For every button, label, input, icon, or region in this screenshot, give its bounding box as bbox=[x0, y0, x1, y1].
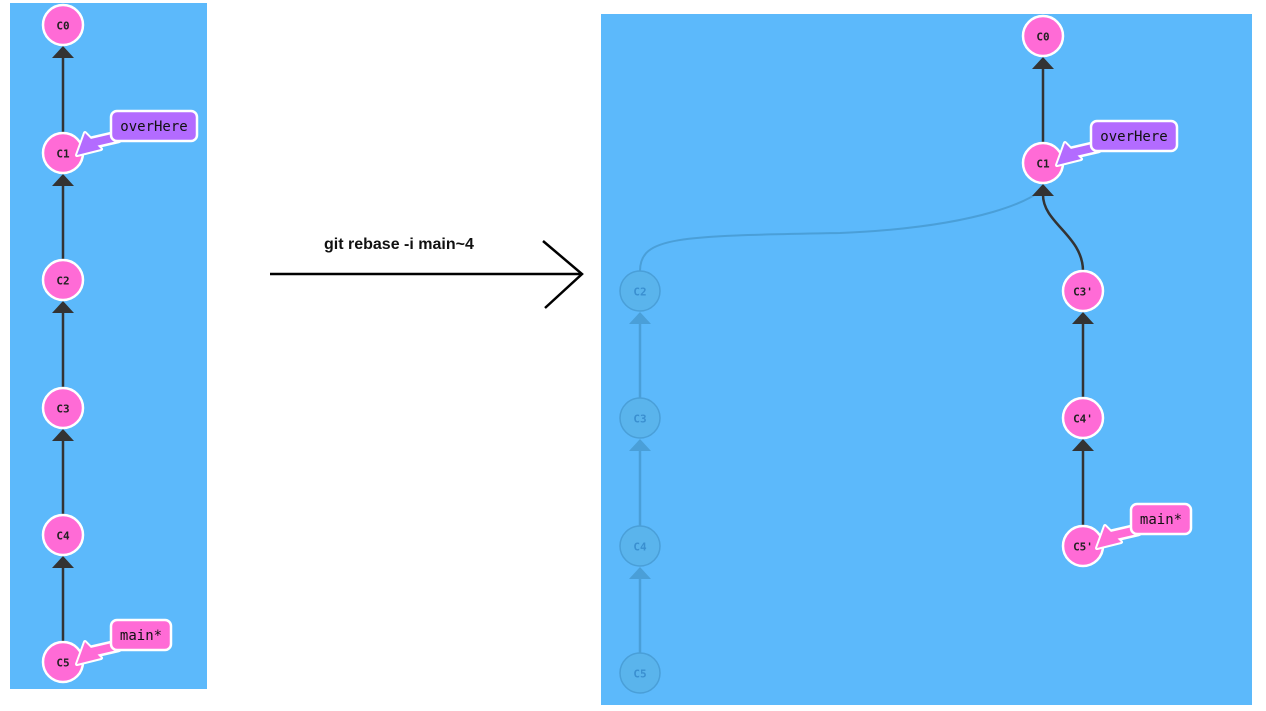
before-commit-c5-label: C5 bbox=[56, 657, 69, 670]
before-commit-c4-label: C4 bbox=[56, 530, 70, 543]
after-commit-c3-prime-label: C3' bbox=[1073, 286, 1093, 299]
before-commit-c4: C4 bbox=[41, 513, 85, 557]
ghost-commit-c5-label: C5 bbox=[633, 668, 646, 681]
before-edge-c2-to-c1-arrowhead bbox=[52, 174, 74, 186]
ghost-commit-c5: C5 bbox=[619, 652, 661, 694]
after-commit-c4-prime-label: C4' bbox=[1073, 413, 1093, 426]
before-branch-overhere-box bbox=[109, 109, 199, 143]
after-edge-c4-prime-to-c3-prime-arrowhead bbox=[1072, 312, 1094, 324]
ghost-commit-c5-node bbox=[619, 652, 661, 694]
after-edge-c3-prime-to-c1-arrowhead bbox=[1032, 184, 1054, 196]
before-edge-c1-to-c0-arrowhead bbox=[52, 46, 74, 58]
transition-arrow-head bbox=[542, 240, 584, 309]
before-edge-c3-to-c2-arrowhead bbox=[52, 301, 74, 313]
ghost-commit-c3: C3 bbox=[619, 397, 661, 439]
after-commit-c5-prime: C5' bbox=[1061, 524, 1105, 568]
after-commit-c3-prime: C3' bbox=[1061, 269, 1105, 313]
before-commit-c2-label: C2 bbox=[56, 275, 69, 288]
after-edge-c5-prime-to-c4-prime-arrowhead bbox=[1072, 439, 1094, 451]
after-branch-main-box bbox=[1129, 502, 1193, 536]
before-edge-c4-to-c3-arrowhead bbox=[52, 429, 74, 441]
before-branch-overhere-label: overHere bbox=[120, 119, 187, 135]
before-commit-c1-label: C1 bbox=[56, 148, 70, 161]
after-edge-c3-prime-to-c1 bbox=[1041, 194, 1085, 272]
before-branch-main-arrowhead bbox=[77, 642, 101, 664]
before-commit-c2: C2 bbox=[41, 258, 85, 302]
after-commit-c0-label: C0 bbox=[1036, 31, 1049, 44]
before-commit-c3: C3 bbox=[41, 386, 85, 430]
ghost-commit-c4: C4 bbox=[619, 525, 661, 567]
before-commit-c3-label: C3 bbox=[56, 403, 69, 416]
before-branch-main-box bbox=[109, 618, 173, 652]
after-edge-c1-to-c0-arrowhead bbox=[1032, 57, 1054, 69]
ghost-edge-c3-to-c2-arrowhead bbox=[629, 312, 651, 324]
ghost-commit-c3-node bbox=[619, 397, 661, 439]
after-commit-c4-prime-node bbox=[1061, 396, 1105, 440]
ghost-commit-c2: C2 bbox=[619, 270, 661, 312]
after-branch-main-label: main* bbox=[1140, 512, 1182, 528]
ghost-commit-c3-label: C3 bbox=[633, 413, 646, 426]
after-commit-c5-prime-label: C5' bbox=[1073, 541, 1093, 554]
before-branch-overhere-arrowhead bbox=[77, 133, 101, 155]
after-commit-c1-label: C1 bbox=[1036, 158, 1050, 171]
after-branch-main-arrowhead bbox=[1097, 526, 1121, 548]
after-commit-c0-node bbox=[1021, 14, 1065, 58]
after-branch-overhere-box bbox=[1089, 119, 1179, 153]
before-edge-c5-to-c4-arrowhead bbox=[52, 556, 74, 568]
ghost-edge-c4-to-c3-arrowhead bbox=[629, 439, 651, 451]
after-branch-overhere-arrowhead bbox=[1057, 143, 1081, 165]
before-commit-c2-node bbox=[41, 258, 85, 302]
before-commit-c0: C0 bbox=[41, 3, 85, 47]
ghost-commit-c2-node bbox=[619, 270, 661, 312]
after-branch-overhere-label: overHere bbox=[1100, 129, 1167, 145]
ghost-edge-c2-to-c1 bbox=[639, 186, 1044, 272]
ghost-commit-c4-label: C4 bbox=[633, 541, 647, 554]
rebase-command-label: git rebase -i main~4 bbox=[324, 236, 474, 253]
before-branch-main-label: main* bbox=[120, 628, 162, 644]
before-commit-c4-node bbox=[41, 513, 85, 557]
ghost-edge-c5-to-c4-arrowhead bbox=[629, 567, 651, 579]
ghost-commit-c4-node bbox=[619, 525, 661, 567]
before-commit-c1: C1 bbox=[41, 131, 85, 175]
before-commit-c5: C5 bbox=[41, 640, 85, 684]
after-commit-c0: C0 bbox=[1021, 14, 1065, 58]
before-commit-c3-node bbox=[41, 386, 85, 430]
after-commit-c3-prime-node bbox=[1061, 269, 1105, 313]
after-commit-c4-prime: C4' bbox=[1061, 396, 1105, 440]
before-commit-c0-node bbox=[41, 3, 85, 47]
ghost-commit-c2-label: C2 bbox=[633, 286, 646, 299]
before-commit-c0-label: C0 bbox=[56, 20, 69, 33]
